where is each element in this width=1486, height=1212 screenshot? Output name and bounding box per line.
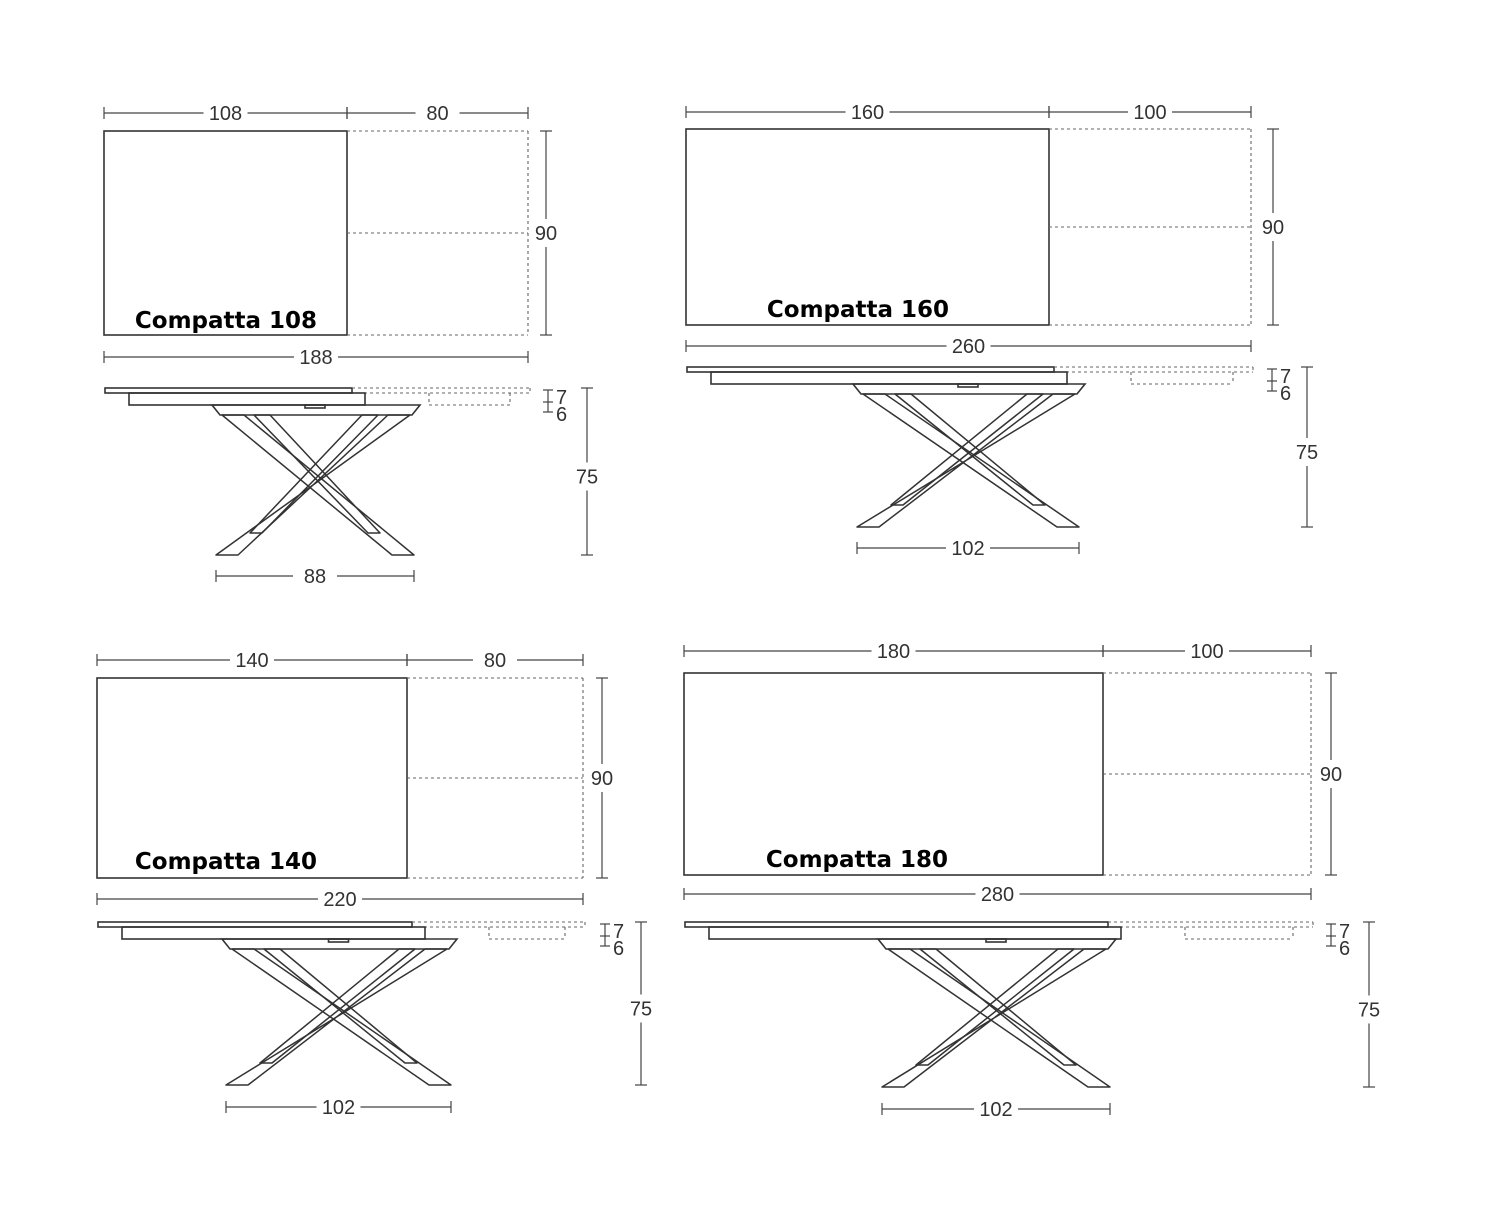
leg-back-right xyxy=(890,393,1044,506)
extension-width-dimension-label: 80 xyxy=(484,650,506,672)
base-width-dimension-label: 180 xyxy=(877,641,910,663)
table-2: Compatta 160 160 100 90 260 102 76 75 xyxy=(685,102,1318,560)
foot-width-dimension-label: 88 xyxy=(304,566,326,588)
total-length-dimension-label: 280 xyxy=(981,884,1014,906)
frame-thickness-label: 6 xyxy=(556,404,567,426)
extension-width-dimension-label: 100 xyxy=(1190,641,1223,663)
frame-side xyxy=(710,371,1068,385)
leg-front-right xyxy=(856,393,1076,528)
leg-base-plate xyxy=(220,938,459,950)
height-dimension-label: 75 xyxy=(576,467,598,489)
total-length-dimension-label: 188 xyxy=(299,347,332,369)
leg-base-plate xyxy=(851,383,1087,395)
leg-back-right xyxy=(249,414,379,534)
foot-width-dimension-label: 102 xyxy=(979,1099,1012,1121)
top-thickness-label: 7 xyxy=(613,921,624,943)
depth-dimension-label: 90 xyxy=(1262,217,1284,239)
base-width-dimension-label: 108 xyxy=(209,103,242,125)
table-top-plan xyxy=(96,677,408,879)
leg-back-right xyxy=(915,948,1075,1066)
leg-front-right xyxy=(225,948,448,1086)
leg-front-left xyxy=(231,948,452,1086)
top-thickness-label: 7 xyxy=(1280,366,1291,388)
frame-side xyxy=(128,392,366,406)
table-3: Compatta 140 140 80 90 220 102 76 75 xyxy=(96,650,652,1119)
leg-back-right xyxy=(259,948,416,1064)
leg-front-left xyxy=(221,414,415,556)
top-thickness-label: 7 xyxy=(1339,921,1350,943)
model-title: Compatta 160 xyxy=(767,297,949,323)
leg-back-left xyxy=(894,393,1046,506)
frame-thickness-label: 6 xyxy=(1339,938,1350,960)
extension-width-dimension-label: 80 xyxy=(426,103,448,125)
frame-thickness-label: 6 xyxy=(613,938,624,960)
height-dimension-label: 75 xyxy=(1358,1000,1380,1022)
leg-back-left xyxy=(263,948,418,1064)
foot-width-dimension-label: 102 xyxy=(951,538,984,560)
base-width-dimension-label: 160 xyxy=(851,102,884,124)
extension-width-dimension-label: 100 xyxy=(1133,102,1166,124)
leg-back-left xyxy=(919,948,1077,1066)
leg-front-right xyxy=(215,414,411,556)
base-width-dimension-label: 140 xyxy=(235,650,268,672)
leg-front-right xyxy=(881,948,1107,1088)
table-top-plan xyxy=(683,672,1104,876)
model-title: Compatta 180 xyxy=(766,847,948,873)
height-dimension-label: 75 xyxy=(1296,442,1318,464)
table-top-plan xyxy=(685,128,1050,326)
top-thickness-label: 7 xyxy=(556,387,567,409)
table-4: Compatta 180 180 100 90 280 102 76 75 xyxy=(683,641,1380,1121)
foot-width-dimension-label: 102 xyxy=(322,1097,355,1119)
depth-dimension-label: 90 xyxy=(1320,764,1342,786)
total-length-dimension-label: 220 xyxy=(323,889,356,911)
table-top-plan xyxy=(103,130,348,336)
leg-base-plate xyxy=(876,938,1118,950)
depth-dimension-label: 90 xyxy=(591,768,613,790)
height-dimension-label: 75 xyxy=(630,999,652,1021)
leg-back-left xyxy=(253,414,381,534)
model-title: Compatta 108 xyxy=(135,308,317,334)
table-1: Compatta 108 108 80 90 188 88 76 75 xyxy=(103,103,598,588)
leg-front-left xyxy=(862,393,1080,528)
frame-side xyxy=(708,926,1122,940)
frame-side xyxy=(121,926,426,940)
frame-thickness-label: 6 xyxy=(1280,383,1291,405)
total-length-dimension-label: 260 xyxy=(952,336,985,358)
leg-base-plate xyxy=(210,404,422,416)
leg-front-left xyxy=(887,948,1111,1088)
depth-dimension-label: 90 xyxy=(535,223,557,245)
model-title: Compatta 140 xyxy=(135,849,317,875)
